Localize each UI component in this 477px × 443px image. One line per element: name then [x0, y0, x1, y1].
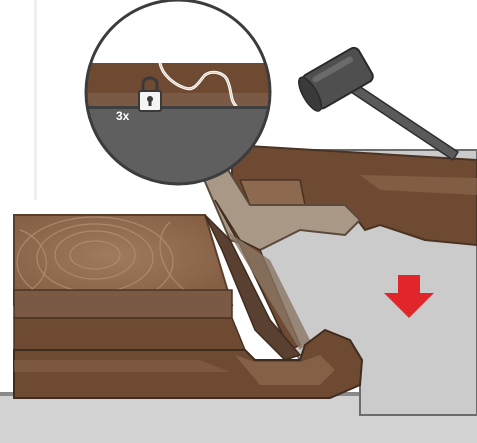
rubber-mallet-icon — [294, 46, 458, 160]
multiplier-label: 3x — [116, 109, 130, 123]
left-divider — [34, 0, 37, 200]
